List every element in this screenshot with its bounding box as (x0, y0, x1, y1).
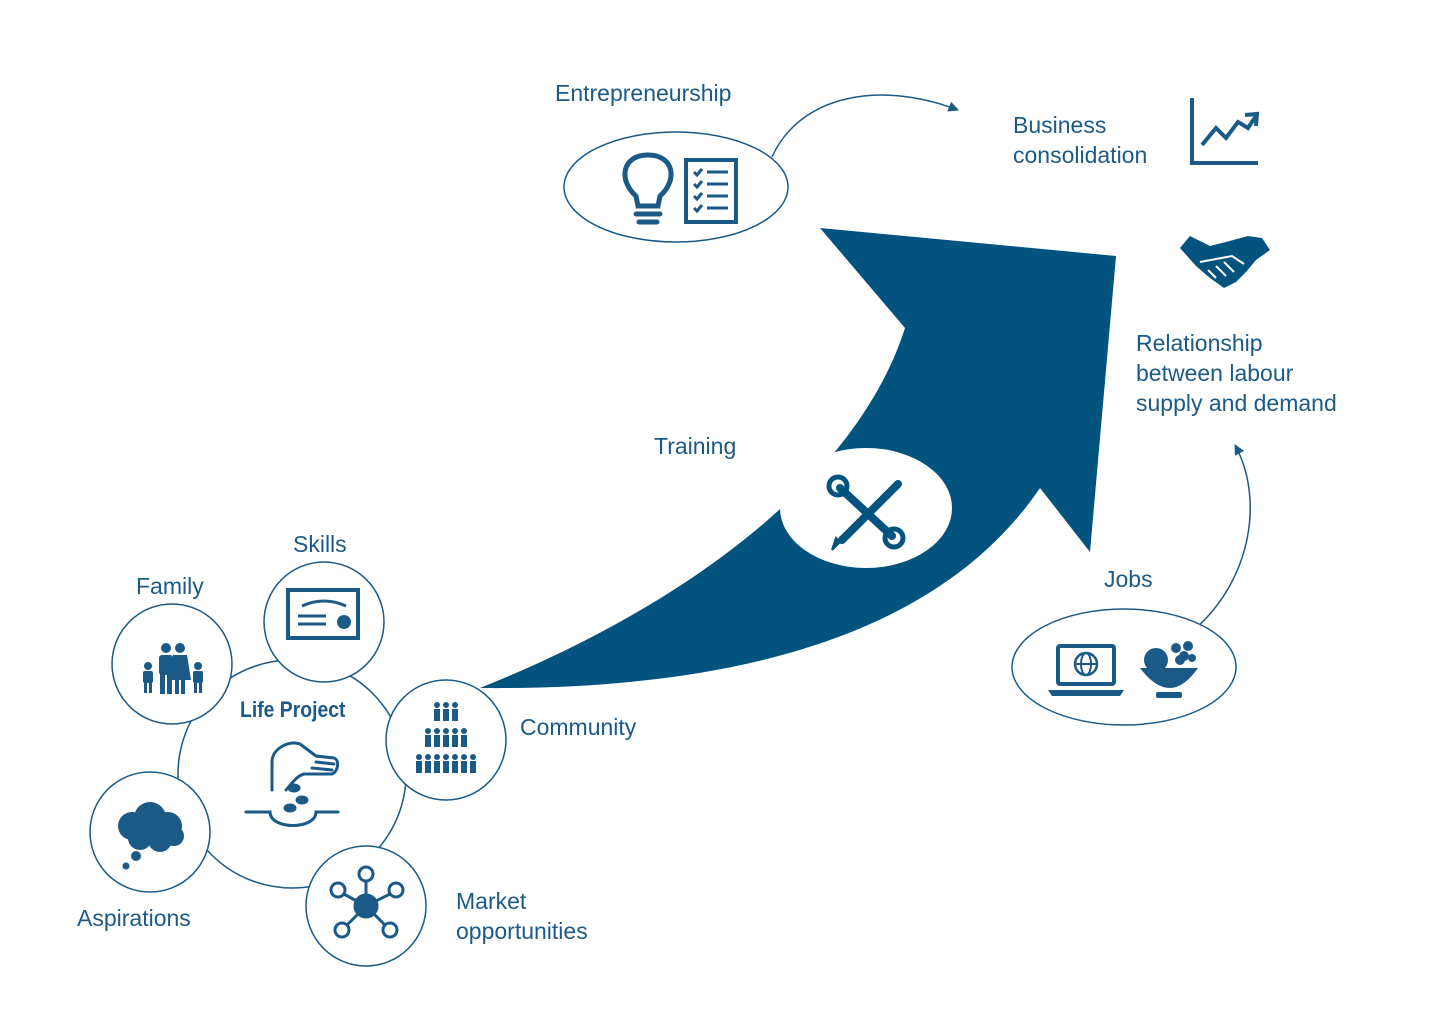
jobs-label: Jobs (1104, 566, 1153, 592)
community-label: Community (520, 714, 637, 740)
training-label: Training (654, 433, 737, 459)
jobs-ellipse (1011, 608, 1237, 726)
lightbulb-icon (622, 152, 674, 225)
entrepreneurship-ellipse (563, 131, 789, 243)
skills-circle (263, 561, 385, 683)
tools-icon (826, 474, 906, 551)
aspirations-label: Aspirations (77, 905, 191, 931)
certificate-icon (286, 588, 360, 640)
business-consolidation-label-line2: consolidation (1013, 142, 1148, 168)
family-icon (143, 643, 203, 694)
family-label: Family (136, 573, 204, 599)
growth-arrow (480, 228, 1116, 689)
jobs-connector-arrow (1195, 444, 1251, 629)
entrepreneurship-connector-arrow (771, 94, 959, 158)
thought-cloud-icon (118, 802, 184, 870)
growth-chart-icon (1190, 98, 1260, 165)
relationship-label-line1: Relationship (1136, 330, 1263, 356)
market-opportunities-label-line2: opportunities (456, 918, 588, 944)
laptop-globe-icon (1048, 644, 1124, 696)
entrepreneurship-label: Entrepreneurship (555, 80, 732, 106)
network-icon (329, 865, 405, 939)
handshake-icon (1180, 236, 1270, 288)
checklist-icon (684, 158, 738, 224)
skills-label: Skills (293, 531, 347, 557)
market-opportunities-label-line1: Market (456, 888, 527, 914)
community-icon (416, 702, 476, 773)
hand-seed-icon (244, 741, 340, 827)
relationship-label-line3: supply and demand (1136, 390, 1337, 416)
relationship-label-line2: between labour (1136, 360, 1294, 386)
fruit-bowl-icon (1140, 641, 1198, 698)
business-consolidation-label-line1: Business (1013, 112, 1107, 138)
life-project-label: Life Project (240, 697, 346, 722)
